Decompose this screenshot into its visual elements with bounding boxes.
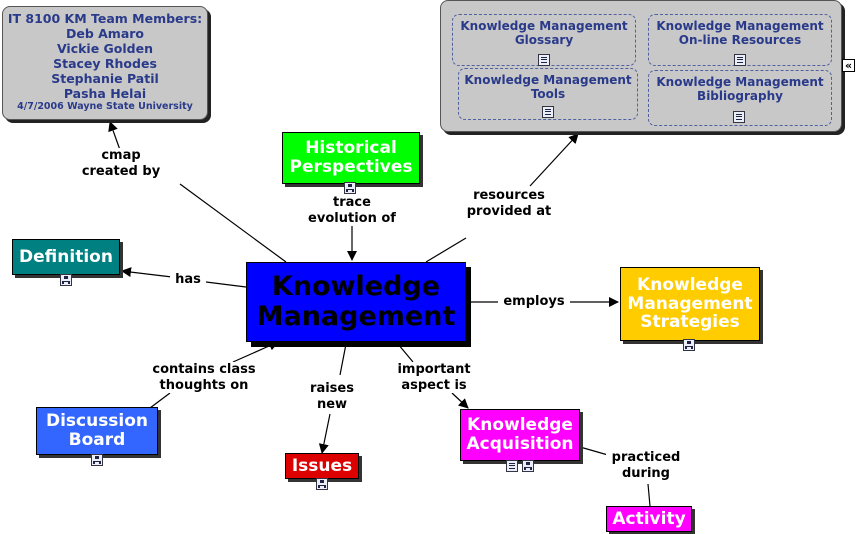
link-line-cmap xyxy=(179,183,287,263)
team-member: Pasha Helai xyxy=(63,86,147,101)
resource-label: Knowledge Management On-line Resources xyxy=(656,19,824,48)
link-label-has: has xyxy=(170,272,206,288)
link-label-cmap-created-by: cmap created by xyxy=(76,148,166,180)
concept-label: Knowledge Management Strategies xyxy=(627,274,753,333)
concept-label: Historical Perspectives xyxy=(289,138,413,177)
collapse-button[interactable]: « xyxy=(842,59,855,72)
link-line-practiced-b xyxy=(647,483,651,507)
concept-historical-perspectives[interactable]: Historical Perspectives xyxy=(282,132,420,184)
link-label-employs: employs xyxy=(498,294,570,310)
team-footer: 4/7/2006 Wayne State University xyxy=(17,101,193,112)
concept-discussion-board[interactable]: Discussion Board xyxy=(36,407,158,455)
concept-label: Discussion Board xyxy=(45,411,149,450)
document-icon[interactable] xyxy=(734,54,746,66)
team-member: Stephanie Patil xyxy=(51,71,159,86)
link-line-resources xyxy=(425,237,467,263)
resource-tools[interactable]: Knowledge Management Tools xyxy=(458,68,638,120)
link-label-practiced-during: practiced during xyxy=(606,450,686,482)
concept-map-icon[interactable] xyxy=(344,182,356,194)
link-line-raises-b xyxy=(318,413,331,454)
concept-map-icon[interactable] xyxy=(91,454,103,466)
concept-activity[interactable]: Activity xyxy=(606,506,692,532)
concept-label: Issues xyxy=(291,455,353,476)
link-line-contains-b xyxy=(149,392,171,409)
concept-label: Knowledge Acquisition xyxy=(466,415,574,454)
link-line-raises-a xyxy=(339,343,347,376)
link-line-practiced-a xyxy=(579,446,609,456)
link-line-resources-arrow xyxy=(529,133,579,187)
concept-knowledge-acquisition[interactable]: Knowledge Acquisition xyxy=(460,409,580,461)
team-title: IT 8100 KM Team Members: xyxy=(7,11,203,26)
concept-definition[interactable]: Definition xyxy=(12,239,120,275)
resource-label: Knowledge Management Glossary xyxy=(460,19,628,48)
resource-bibliography[interactable]: Knowledge Management Bibliography xyxy=(648,70,832,126)
concept-map-icon[interactable] xyxy=(522,460,534,472)
team-member: Deb Amaro xyxy=(65,26,145,41)
link-label-resources-provided: resources provided at xyxy=(466,188,552,220)
concept-label: Knowledge Management xyxy=(256,271,456,332)
resource-label: Knowledge Management Tools xyxy=(464,73,632,102)
link-label-important-aspect: important aspect is xyxy=(386,362,482,394)
concept-issues[interactable]: Issues xyxy=(285,453,359,479)
link-label-trace-evolution: trace evolution of xyxy=(300,195,404,227)
resource-label: Knowledge Management Bibliography xyxy=(656,75,824,104)
concept-label: Activity xyxy=(612,508,686,529)
double-chevron-left-icon: « xyxy=(844,59,853,72)
team-member: Stacey Rhodes xyxy=(53,56,157,71)
concept-map-icon[interactable] xyxy=(316,478,328,490)
concept-map-icon[interactable] xyxy=(60,274,72,286)
document-icon[interactable] xyxy=(538,54,550,66)
link-line-important-b xyxy=(451,392,469,409)
link-line-has-a xyxy=(205,281,247,288)
link-line-important-a xyxy=(397,343,414,363)
link-label-raises-new: raises new xyxy=(306,381,358,413)
team-members-box: IT 8100 KM Team Members: Deb Amaro Vicki… xyxy=(2,6,208,120)
document-icon[interactable] xyxy=(506,460,518,472)
link-line-cmap-arrow xyxy=(108,121,121,151)
team-member: Vickie Golden xyxy=(56,41,154,56)
link-line-has-b xyxy=(121,267,173,278)
link-label-contains-class: contains class thoughts on xyxy=(148,362,260,394)
concept-knowledge-management[interactable]: Knowledge Management xyxy=(246,262,466,342)
concept-map-icon[interactable] xyxy=(683,339,695,351)
concept-km-strategies[interactable]: Knowledge Management Strategies xyxy=(620,267,760,341)
concept-label: Definition xyxy=(19,246,113,267)
link-line-contains xyxy=(232,341,279,363)
document-icon[interactable] xyxy=(733,111,745,123)
document-icon[interactable] xyxy=(542,106,554,118)
